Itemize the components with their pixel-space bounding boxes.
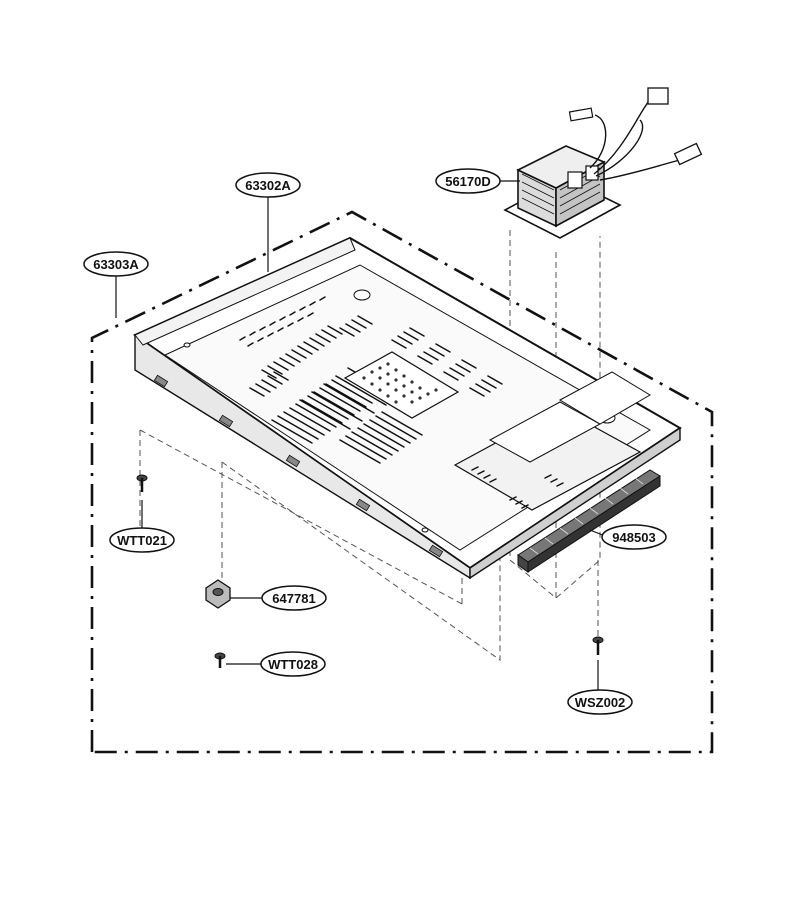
screw-wtt028 xyxy=(214,652,226,668)
nut-647781 xyxy=(205,579,231,609)
svg-text:647781: 647781 xyxy=(272,591,315,606)
svg-text:63303A: 63303A xyxy=(93,257,139,272)
callout-WTT028: WTT028 xyxy=(260,651,326,677)
callout-647781: 647781 xyxy=(261,585,327,611)
foam-strip xyxy=(517,469,661,573)
transformer xyxy=(503,87,703,239)
svg-text:WSZ002: WSZ002 xyxy=(575,695,626,710)
svg-text:WTT028: WTT028 xyxy=(268,657,318,672)
callout-WTT021: WTT021 xyxy=(109,527,175,553)
svg-text:63302A: 63302A xyxy=(245,178,291,193)
svg-text:56170D: 56170D xyxy=(445,174,491,189)
screw-wtt021 xyxy=(136,474,148,492)
callout-948503: 948503 xyxy=(601,524,667,550)
callout-63303A: 63303A xyxy=(83,251,149,277)
svg-text:948503: 948503 xyxy=(612,530,655,545)
leader-lines xyxy=(115,180,606,690)
callout-56170D: 56170D xyxy=(435,168,501,194)
screw-wsz002 xyxy=(592,636,604,655)
callout-63302A: 63302A xyxy=(235,172,301,198)
svg-text:WTT021: WTT021 xyxy=(117,533,167,548)
base-plate xyxy=(132,236,682,580)
assembly-boundary xyxy=(90,210,714,754)
callout-WSZ002: WSZ002 xyxy=(567,689,633,715)
